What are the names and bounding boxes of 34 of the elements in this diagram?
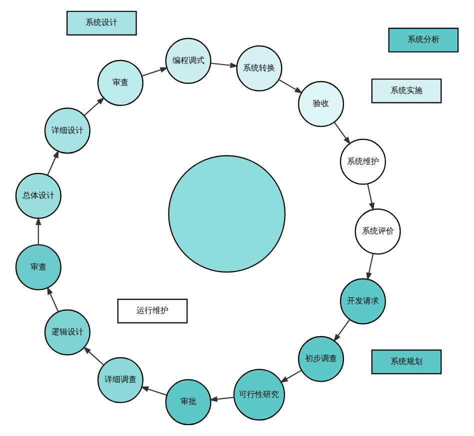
- node-circle: 可行性研究: [233, 368, 286, 421]
- arrow: [209, 396, 234, 402]
- node-circle: 审查: [15, 244, 62, 290]
- node-circle: 审批: [165, 379, 212, 426]
- arrow: [36, 216, 42, 245]
- arrow: [142, 67, 168, 76]
- node-circle: 验收: [298, 81, 344, 128]
- node-circle: 开发请求: [340, 278, 386, 324]
- arrow: [83, 346, 104, 366]
- arrow: [278, 79, 303, 94]
- arrow: [280, 370, 302, 383]
- node-box: 系统设计: [66, 10, 137, 36]
- node-circle: 总体设计: [15, 172, 62, 219]
- node-circle: 详细调查: [97, 357, 144, 404]
- node-circle: 系统转换: [236, 45, 282, 92]
- node-circle: 系统评价: [354, 208, 401, 255]
- node-circle: 详细设计: [44, 108, 90, 154]
- node-circle: 初步调查: [298, 336, 344, 382]
- arrow: [333, 319, 350, 342]
- arrow: [140, 386, 167, 396]
- arrow: [366, 254, 374, 281]
- arrow: [367, 184, 375, 211]
- node-box: 系统分析: [388, 28, 459, 52]
- arrow: [84, 97, 105, 116]
- node-circle: 系统维护: [340, 138, 386, 185]
- node-circle: [168, 155, 286, 273]
- arrow: [334, 122, 351, 145]
- node-circle: 编程调式: [165, 38, 212, 84]
- arrow: [210, 62, 238, 68]
- node-box: 系统实施: [371, 78, 442, 104]
- arrow: [46, 286, 59, 312]
- node-box: 系统规划: [371, 350, 442, 374]
- arrow: [47, 150, 59, 176]
- node-box: 运行维护: [117, 298, 188, 324]
